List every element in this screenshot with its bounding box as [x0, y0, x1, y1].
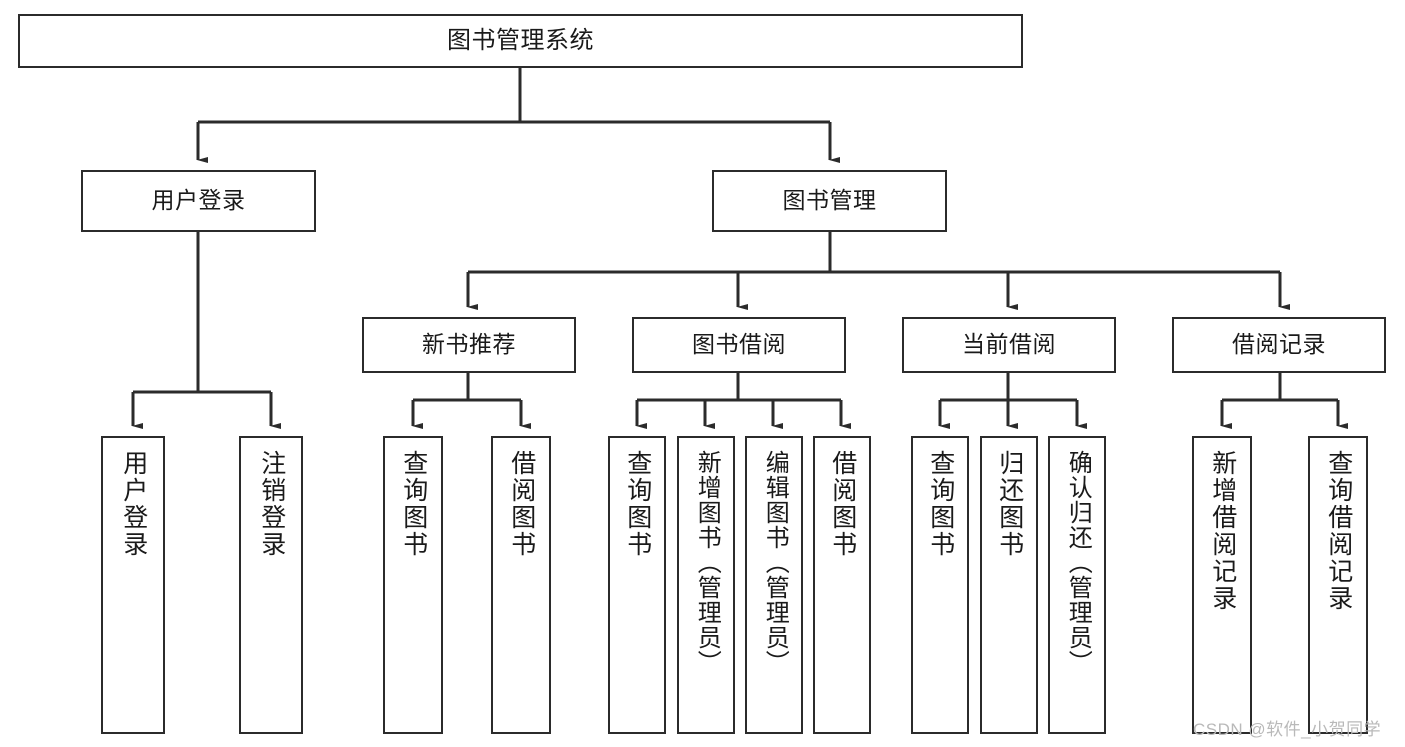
node-label: 确认归还（管理员）: [1064, 450, 1092, 675]
node-label: 查询图书: [926, 450, 955, 558]
node-label: 新增图书（管理员）: [693, 450, 721, 675]
node-book-management[interactable]: 图书管理: [712, 170, 947, 232]
node-label: 查询图书: [623, 450, 652, 558]
node-leaf-edit-book-admin[interactable]: 编辑图书（管理员）: [745, 436, 803, 734]
node-new-book-recommend[interactable]: 新书推荐: [362, 317, 576, 373]
node-label: 借阅图书: [507, 450, 536, 558]
node-label: 用户登录: [119, 450, 148, 558]
node-leaf-user-login[interactable]: 用户登录: [101, 436, 165, 734]
node-leaf-query-book-current[interactable]: 查询图书: [911, 436, 969, 734]
node-label: 编辑图书（管理员）: [761, 450, 789, 675]
node-leaf-add-borrow-record[interactable]: 新增借阅记录: [1192, 436, 1252, 734]
node-label: 查询图书: [399, 450, 428, 558]
node-label: 图书借阅: [692, 331, 786, 358]
node-label: 归还图书: [995, 450, 1024, 558]
node-leaf-borrow-book[interactable]: 借阅图书: [813, 436, 871, 734]
node-label: 注销登录: [257, 450, 286, 558]
node-leaf-return-book[interactable]: 归还图书: [980, 436, 1038, 734]
node-label: 新增借阅记录: [1208, 450, 1237, 612]
node-leaf-confirm-return-admin[interactable]: 确认归还（管理员）: [1048, 436, 1106, 734]
node-leaf-query-book-borrow[interactable]: 查询图书: [608, 436, 666, 734]
node-borrow-record[interactable]: 借阅记录: [1172, 317, 1386, 373]
node-label: 查询借阅记录: [1324, 450, 1353, 612]
node-label: 用户登录: [151, 187, 246, 214]
node-label: 新书推荐: [422, 331, 516, 358]
node-label: 图书管理系统: [447, 26, 594, 54]
node-current-borrow[interactable]: 当前借阅: [902, 317, 1116, 373]
node-label: 图书管理: [782, 187, 877, 214]
node-leaf-logout[interactable]: 注销登录: [239, 436, 303, 734]
csdn-watermark: CSDN @软件_小贺同学: [1193, 720, 1382, 739]
node-label: 借阅图书: [828, 450, 857, 558]
node-leaf-query-borrow-record[interactable]: 查询借阅记录: [1308, 436, 1368, 734]
node-book-borrow[interactable]: 图书借阅: [632, 317, 846, 373]
node-leaf-add-book-admin[interactable]: 新增图书（管理员）: [677, 436, 735, 734]
node-root-book-management-system[interactable]: 图书管理系统: [18, 14, 1023, 68]
node-label: 当前借阅: [962, 331, 1056, 358]
node-label: 借阅记录: [1232, 331, 1326, 358]
node-leaf-query-book-recommend[interactable]: 查询图书: [383, 436, 443, 734]
node-leaf-borrow-book-recommend[interactable]: 借阅图书: [491, 436, 551, 734]
node-user-login[interactable]: 用户登录: [81, 170, 316, 232]
